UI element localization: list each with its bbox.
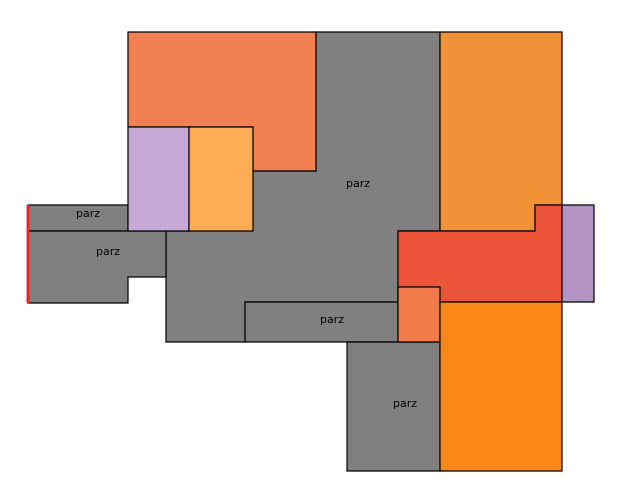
corridor-left-bottom[interactable] <box>27 230 167 304</box>
room-lilac-right[interactable] <box>561 204 595 303</box>
label-left-bottom: parz <box>96 245 120 258</box>
room-salmon-small[interactable] <box>397 286 441 343</box>
label-main: parz <box>346 177 370 190</box>
label-left-top: parz <box>76 207 100 220</box>
label-center-bottom: parz <box>320 313 344 326</box>
room-orange-light[interactable] <box>188 126 254 232</box>
room-orange-bottom-right[interactable] <box>439 301 563 472</box>
room-orange-top-right[interactable] <box>439 31 563 232</box>
label-bottom: parz <box>393 397 417 410</box>
room-lilac-left[interactable] <box>127 126 190 232</box>
